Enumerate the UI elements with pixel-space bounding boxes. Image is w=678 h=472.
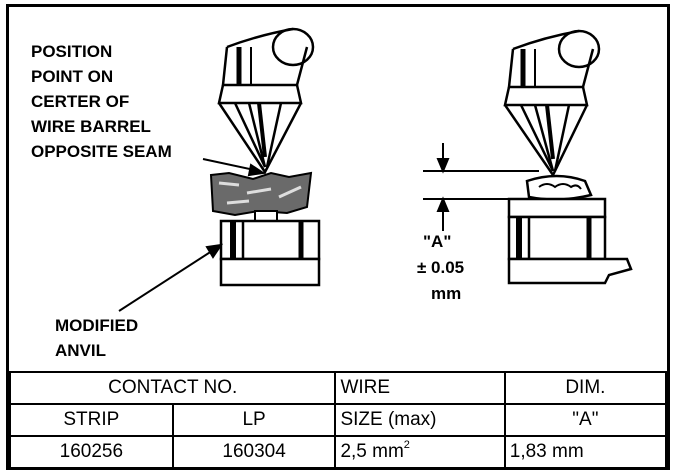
header-wire: WIRE	[334, 371, 506, 405]
right-indenter	[503, 29, 601, 178]
left-indenter	[217, 27, 315, 175]
table-header-row-1: CONTACT NO. WIRE DIM.	[8, 371, 668, 405]
header-contact-no: CONTACT NO.	[8, 371, 337, 405]
position-note-line-5: OPPOSITE SEAM	[31, 142, 172, 161]
dimension-a	[423, 143, 539, 231]
tolerance-label: ± 0.05	[417, 258, 465, 277]
cell-strip: 160256	[9, 435, 174, 469]
cell-dim-a: 1,83 mm	[503, 435, 668, 469]
anvil-note-line-2: ANVIL	[55, 341, 106, 360]
position-note-line-2: POINT ON	[31, 67, 114, 86]
position-note-line-3: CERTER OF	[31, 92, 130, 111]
dim-a-label: "A"	[423, 232, 452, 251]
left-crimped-barrel	[209, 171, 313, 224]
cell-lp: 160304	[171, 435, 337, 469]
diagram-frame: POSITION POINT ON CERTER OF WIRE BARREL …	[6, 4, 670, 470]
contact-table: CONTACT NO. WIRE DIM. STRIP LP SIZE (max…	[8, 371, 668, 469]
header-lp: LP	[171, 403, 337, 437]
header-dim: DIM.	[503, 371, 668, 405]
right-anvil	[507, 197, 633, 285]
table-row: 160256 160304 2,5 mm2 1,83 mm	[9, 435, 668, 469]
position-note-line-1: POSITION	[31, 42, 113, 61]
header-strip: STRIP	[9, 403, 174, 437]
left-anvil	[219, 219, 321, 287]
tolerance-unit-label: mm	[431, 284, 462, 303]
wire-size-exponent: 2	[403, 439, 410, 451]
position-note-line-4: WIRE BARREL	[31, 117, 151, 136]
table-header-row-2: STRIP LP SIZE (max) "A"	[9, 403, 668, 437]
right-crimped-barrel	[525, 174, 593, 201]
crimp-diagram	[118, 27, 633, 312]
header-size: SIZE (max)	[334, 403, 506, 437]
left-leaders	[118, 158, 266, 312]
anvil-note-line-1: MODIFIED	[55, 316, 139, 335]
cell-wire-size: 2,5 mm2	[334, 435, 506, 469]
header-dim-a: "A"	[503, 403, 668, 437]
wire-size-value: 2,5 mm	[340, 441, 404, 462]
